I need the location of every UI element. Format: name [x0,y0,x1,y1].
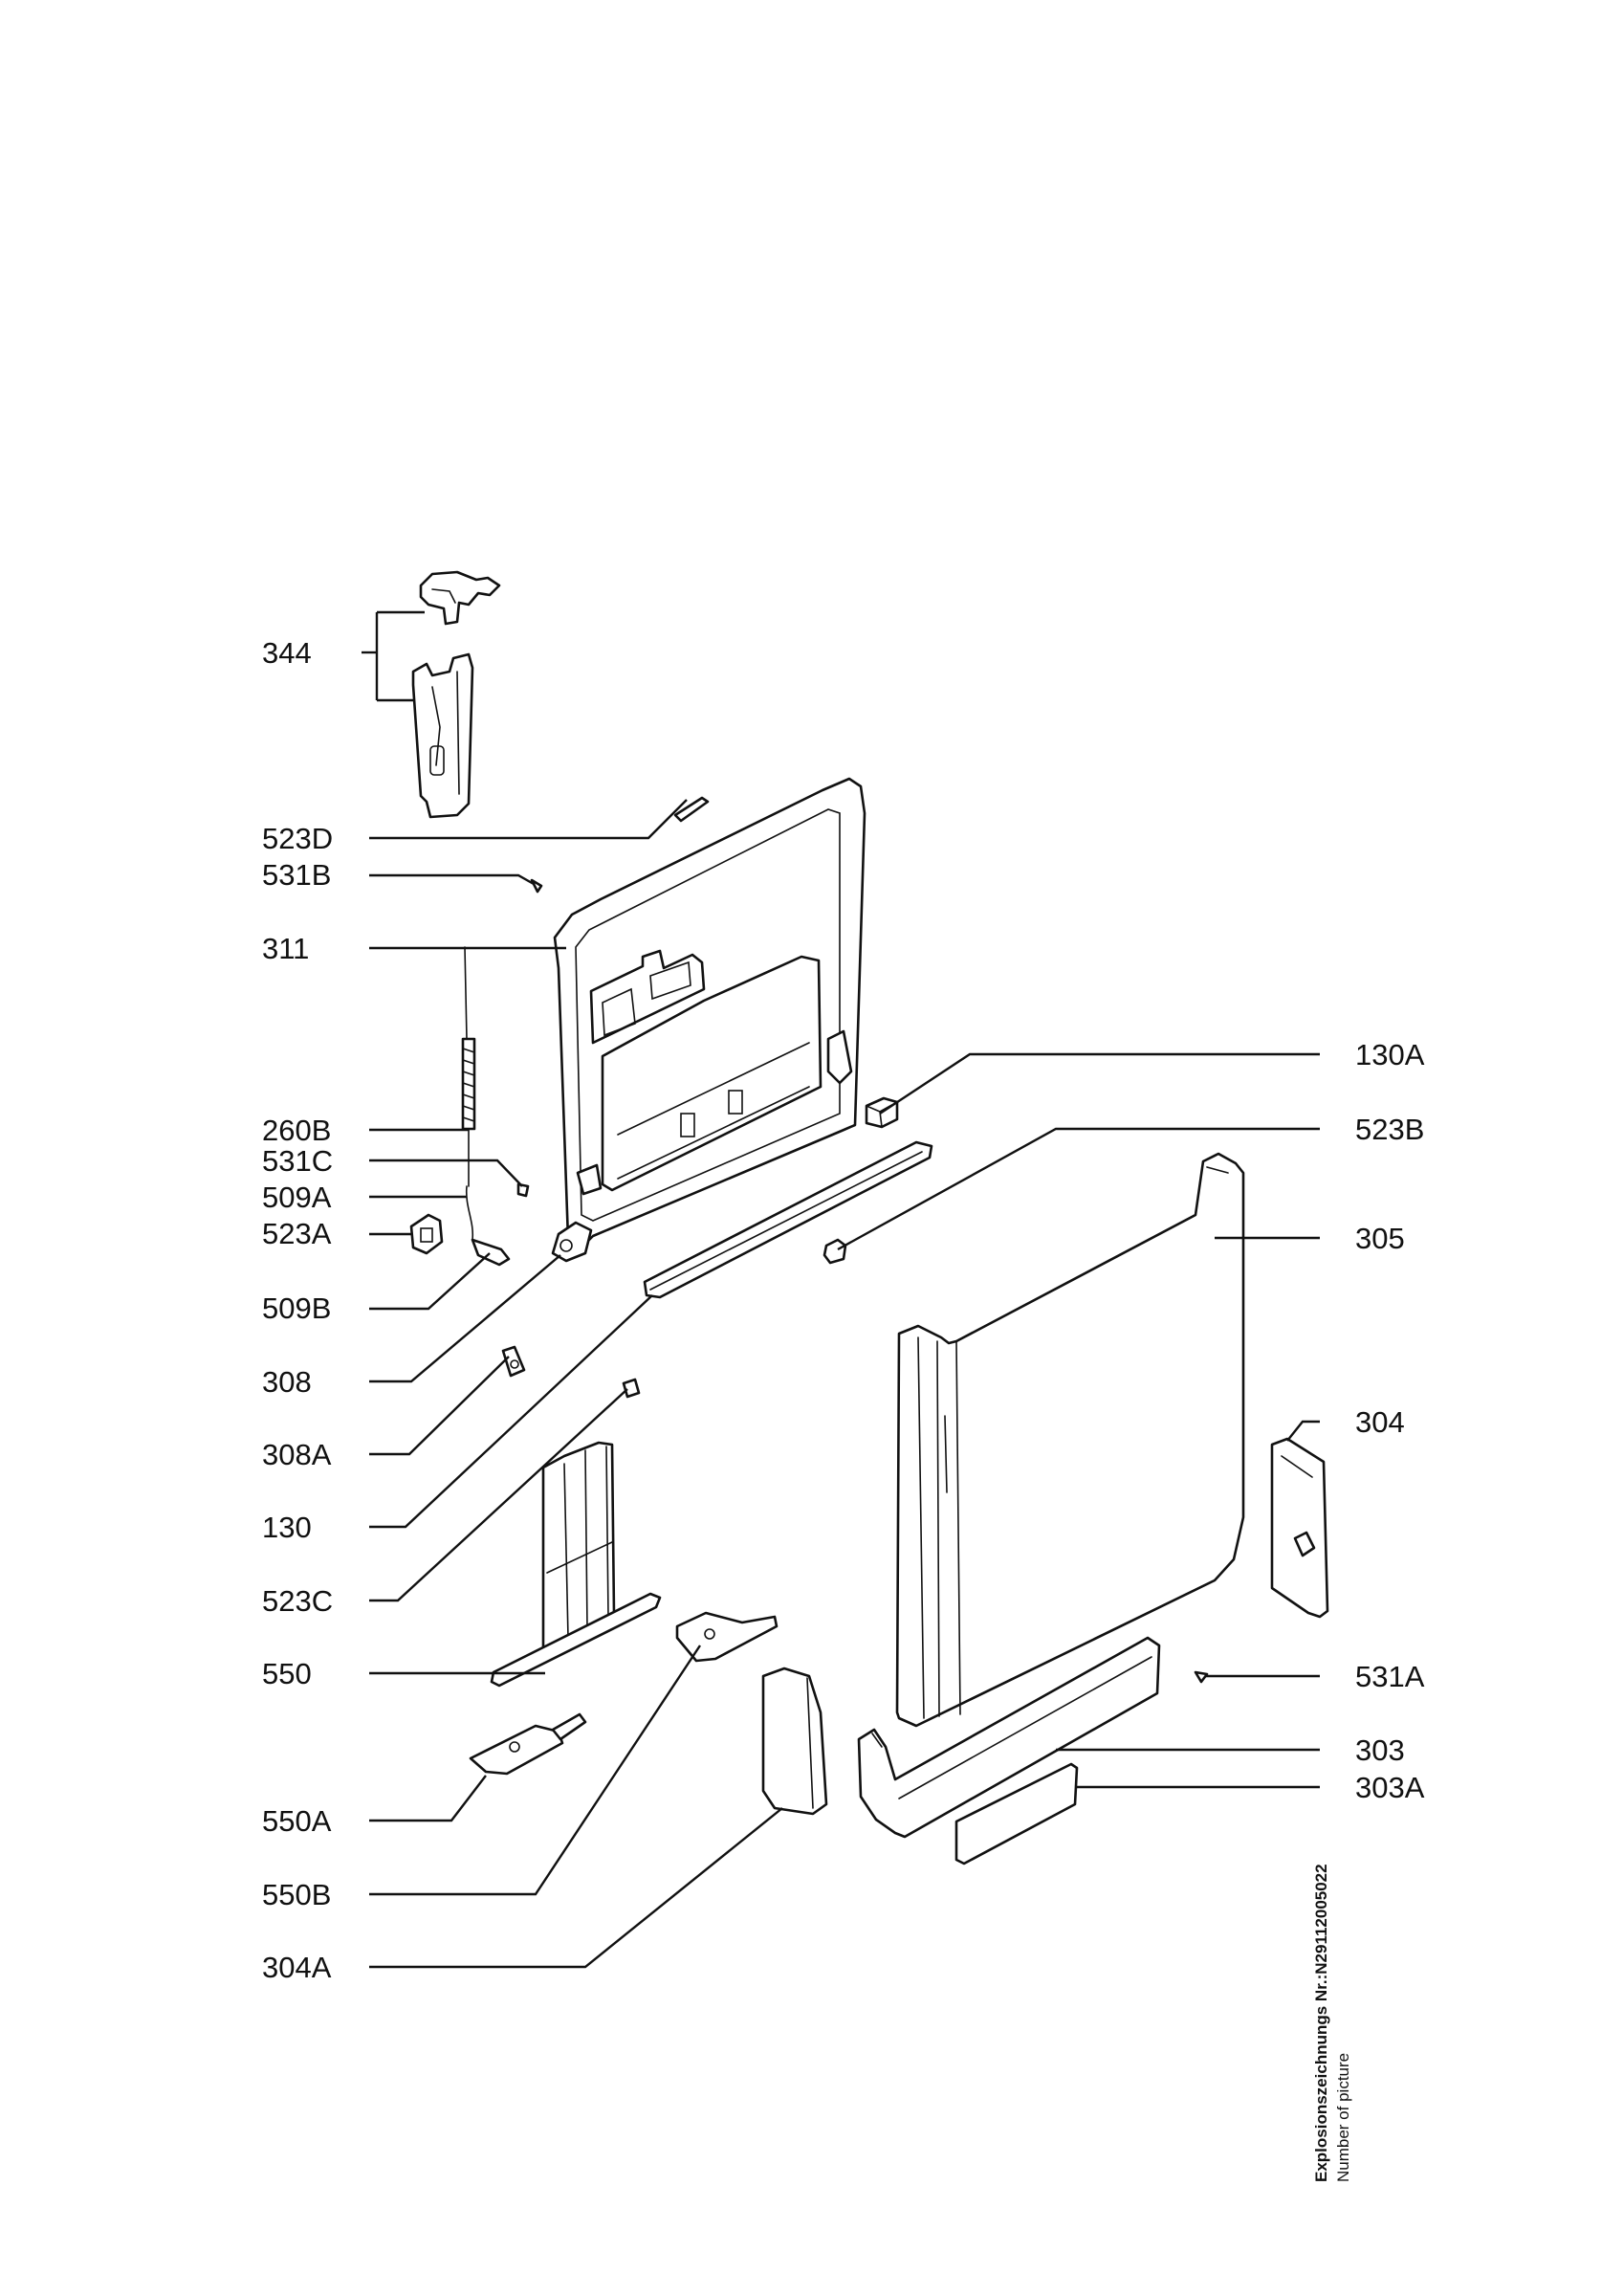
callout-130A: 130A [1355,1038,1425,1071]
callout-531C: 531C [262,1144,333,1178]
callout-523D: 523D [262,822,333,855]
callout-509A: 509A [262,1181,332,1214]
part-slide-550A [469,1712,587,1776]
part-end-cap-304A [761,1667,828,1816]
part-screw-531B [530,878,543,894]
drawing-number-caption: Explosionszeichnungs Nr.:N29112005022 [1312,1864,1330,2182]
leader-lines [362,610,1320,1969]
callout-523B: 523B [1355,1113,1424,1146]
part-screw-531A [1194,1670,1209,1684]
part-bracket-308A [501,1345,526,1378]
callout-130: 130 [262,1511,312,1544]
callout-523C: 523C [262,1584,333,1618]
part-slide-550B [675,1611,779,1663]
callout-260B: 260B [262,1114,331,1147]
part-outer-door-panel-305 [895,1152,1245,1728]
callout-550A: 550A [262,1804,332,1838]
callout-304: 304 [1355,1405,1405,1439]
callout-523A: 523A [262,1217,332,1250]
part-spring-260B [461,946,476,1187]
part-clip-523C [622,1378,641,1399]
callout-550B: 550B [262,1878,331,1911]
callout-304A: 304A [262,1951,332,1984]
part-inner-door-frame-311 [551,777,866,1263]
callout-303: 303 [1355,1733,1405,1767]
callout-344: 344 [262,636,312,670]
callout-311: 311 [262,932,309,965]
part-hook-509B [471,1238,511,1267]
part-strip-303A [954,1762,1079,1866]
callout-509B: 509B [262,1292,331,1325]
part-kick-plate-303 [857,1636,1161,1839]
callout-305: 305 [1355,1222,1405,1255]
callout-531B: 531B [262,858,331,892]
part-side-bracket-304 [1270,1437,1329,1619]
callout-labels: 344 523D 531B 311 260B 531C 509A 523A 50… [262,636,1425,1984]
part-support-550 [490,1441,662,1688]
callout-308A: 308A [262,1438,332,1471]
callout-303A: 303A [1355,1771,1425,1804]
part-knob-523A [409,1213,444,1255]
part-screw-531C [516,1182,530,1198]
callout-531A: 531A [1355,1660,1425,1693]
part-hinge-bracket-344 [411,570,501,819]
part-clip-523D [673,796,710,823]
callout-308: 308 [262,1365,312,1399]
callout-550: 550 [262,1657,312,1690]
part-cable-509A [465,1185,474,1241]
part-clip-523B [822,1238,847,1265]
picture-number-caption: Number of picture [1334,2052,1352,2182]
part-rail-130 [643,1140,933,1299]
